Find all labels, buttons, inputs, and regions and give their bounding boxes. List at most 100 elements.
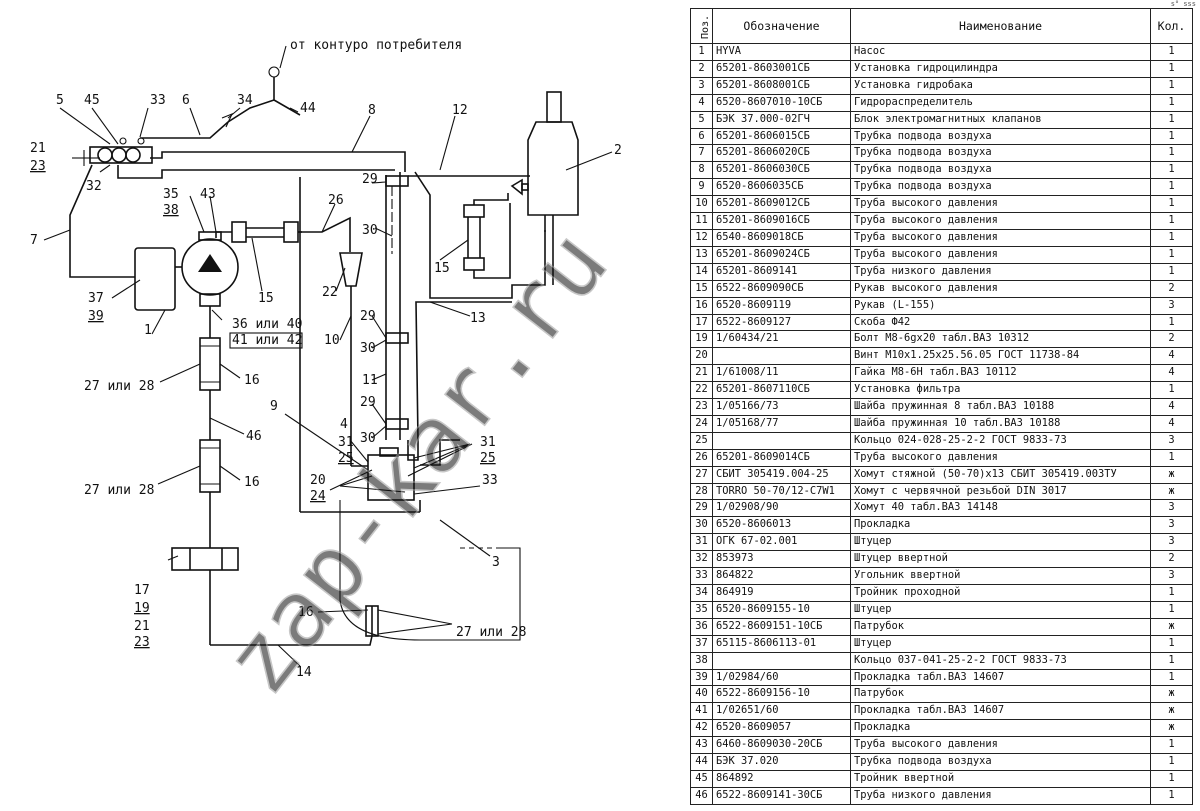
cell-pos: 35: [690, 600, 713, 619]
cell-name: Тройник проходной: [850, 584, 1151, 602]
label-14: 14: [296, 665, 312, 680]
cell-qty: 1: [1150, 769, 1193, 788]
label-11: 11: [362, 373, 378, 388]
cell-name: Трубка подвода воздуха: [850, 753, 1151, 771]
cell-designation: БЭК 37.000-02ГЧ: [712, 110, 851, 129]
label-24: 24: [310, 489, 326, 504]
cell-designation: 65201-8609012СБ: [712, 195, 851, 214]
cell-name: Патрубок: [850, 685, 1151, 704]
cell-designation: 6520-8607010-10СБ: [712, 93, 851, 112]
cell-name: Хомут 40 табл.ВАЗ 14148: [850, 499, 1151, 518]
cell-pos: 39: [690, 668, 713, 687]
cell-pos: 1: [690, 43, 713, 61]
hydraulic-scheme: от контуро потребителя: [30, 38, 629, 714]
cell-name: Тройник ввертной: [850, 769, 1151, 788]
cell-qty: 1: [1150, 262, 1193, 281]
cell-name: Гидрораспределитель: [850, 93, 1151, 112]
cell-name: Рукав (L-155): [850, 296, 1151, 315]
cell-designation: 6522-8609090СБ: [712, 279, 851, 298]
tube-7: [69, 164, 135, 278]
cell-pos: 21: [690, 364, 713, 383]
cell-qty: 1: [1150, 668, 1193, 687]
air-source-port: [268, 66, 280, 78]
cell-name: Труба высокого давления: [850, 195, 1151, 214]
cell-pos: 33: [690, 567, 713, 585]
cell-pos: 28: [690, 482, 713, 501]
label-17: 17: [134, 583, 150, 598]
cell-qty: 1: [1150, 381, 1193, 400]
label-45: 45: [84, 93, 100, 108]
label-25b: 25: [480, 451, 496, 466]
cell-qty: 1: [1150, 93, 1193, 112]
cell-designation: 864919: [712, 584, 851, 602]
cell-pos: 37: [690, 634, 713, 653]
label-43: 43: [200, 187, 216, 202]
cell-name: Хомут стяжной (50-70)х13 СБИТ 305419.003…: [850, 465, 1151, 484]
label-35: 35: [163, 187, 179, 202]
label-2: 2: [614, 143, 622, 158]
label-26: 26: [328, 193, 344, 208]
cell-pos: 3: [690, 76, 713, 95]
label-16c: 16: [298, 605, 314, 620]
cell-name: Труба высокого давления: [850, 736, 1151, 755]
filter: [339, 252, 363, 287]
label-39: 39: [88, 309, 104, 324]
label-33: 33: [150, 93, 166, 108]
cell-designation: 6522-8609156-10: [712, 685, 851, 704]
cell-qty: 3: [1150, 296, 1193, 315]
cell-qty: 3: [1150, 499, 1193, 518]
cell-qty: 1: [1150, 212, 1193, 230]
cell-designation: 65201-8609014СБ: [712, 448, 851, 467]
label-30b: 30: [360, 341, 376, 356]
label-29c: 29: [360, 395, 376, 410]
cell-pos: 22: [690, 381, 713, 400]
label-29a: 29: [362, 172, 378, 187]
cell-name: Рукав высокого давления: [850, 279, 1151, 298]
cell-name: Блок электромагнитных клапанов: [850, 110, 1151, 129]
label-9: 9: [270, 399, 278, 414]
cell-designation: TORRO 50-70/12-C7W1: [712, 482, 851, 501]
cell-designation: 6460-8609030-20СБ: [712, 736, 851, 755]
cell-qty: ж: [1150, 482, 1193, 501]
source-label: от контуро потребителя: [290, 38, 462, 53]
label-10: 10: [324, 333, 340, 348]
cell-pos: 19: [690, 330, 713, 349]
cell-qty: ж: [1150, 719, 1193, 738]
label-37: 37: [88, 291, 104, 306]
cell-designation: 1/02651/60: [712, 702, 851, 721]
cell-designation: 1/05166/73: [712, 398, 851, 416]
cell-pos: 30: [690, 516, 713, 535]
cell-pos: 2: [690, 59, 713, 78]
label-38: 38: [163, 203, 179, 218]
cell-pos: 10: [690, 195, 713, 214]
cell-name: Шайба пружинная 10 табл.ВАЗ 10188: [850, 414, 1151, 433]
cell-designation: 6520-8609155-10: [712, 600, 851, 619]
cell-designation: 65201-8608001СБ: [712, 76, 851, 95]
cell-qty: 1: [1150, 161, 1193, 180]
cell-qty: ж: [1150, 465, 1193, 484]
label-32: 32: [86, 179, 102, 194]
cell-pos: 8: [690, 161, 713, 180]
cell-name: Прокладка: [850, 719, 1151, 738]
cell-designation: 6522-8609141-30СБ: [712, 786, 851, 805]
label-41: 41 или 42: [232, 333, 302, 348]
cell-qty: 1: [1150, 651, 1193, 670]
cell-pos: 45: [690, 769, 713, 788]
pump-arrow-icon: [198, 254, 222, 272]
cell-name: Трубка подвода воздуха: [850, 127, 1151, 146]
cell-pos: 14: [690, 262, 713, 281]
cell-pos: 5: [690, 110, 713, 129]
